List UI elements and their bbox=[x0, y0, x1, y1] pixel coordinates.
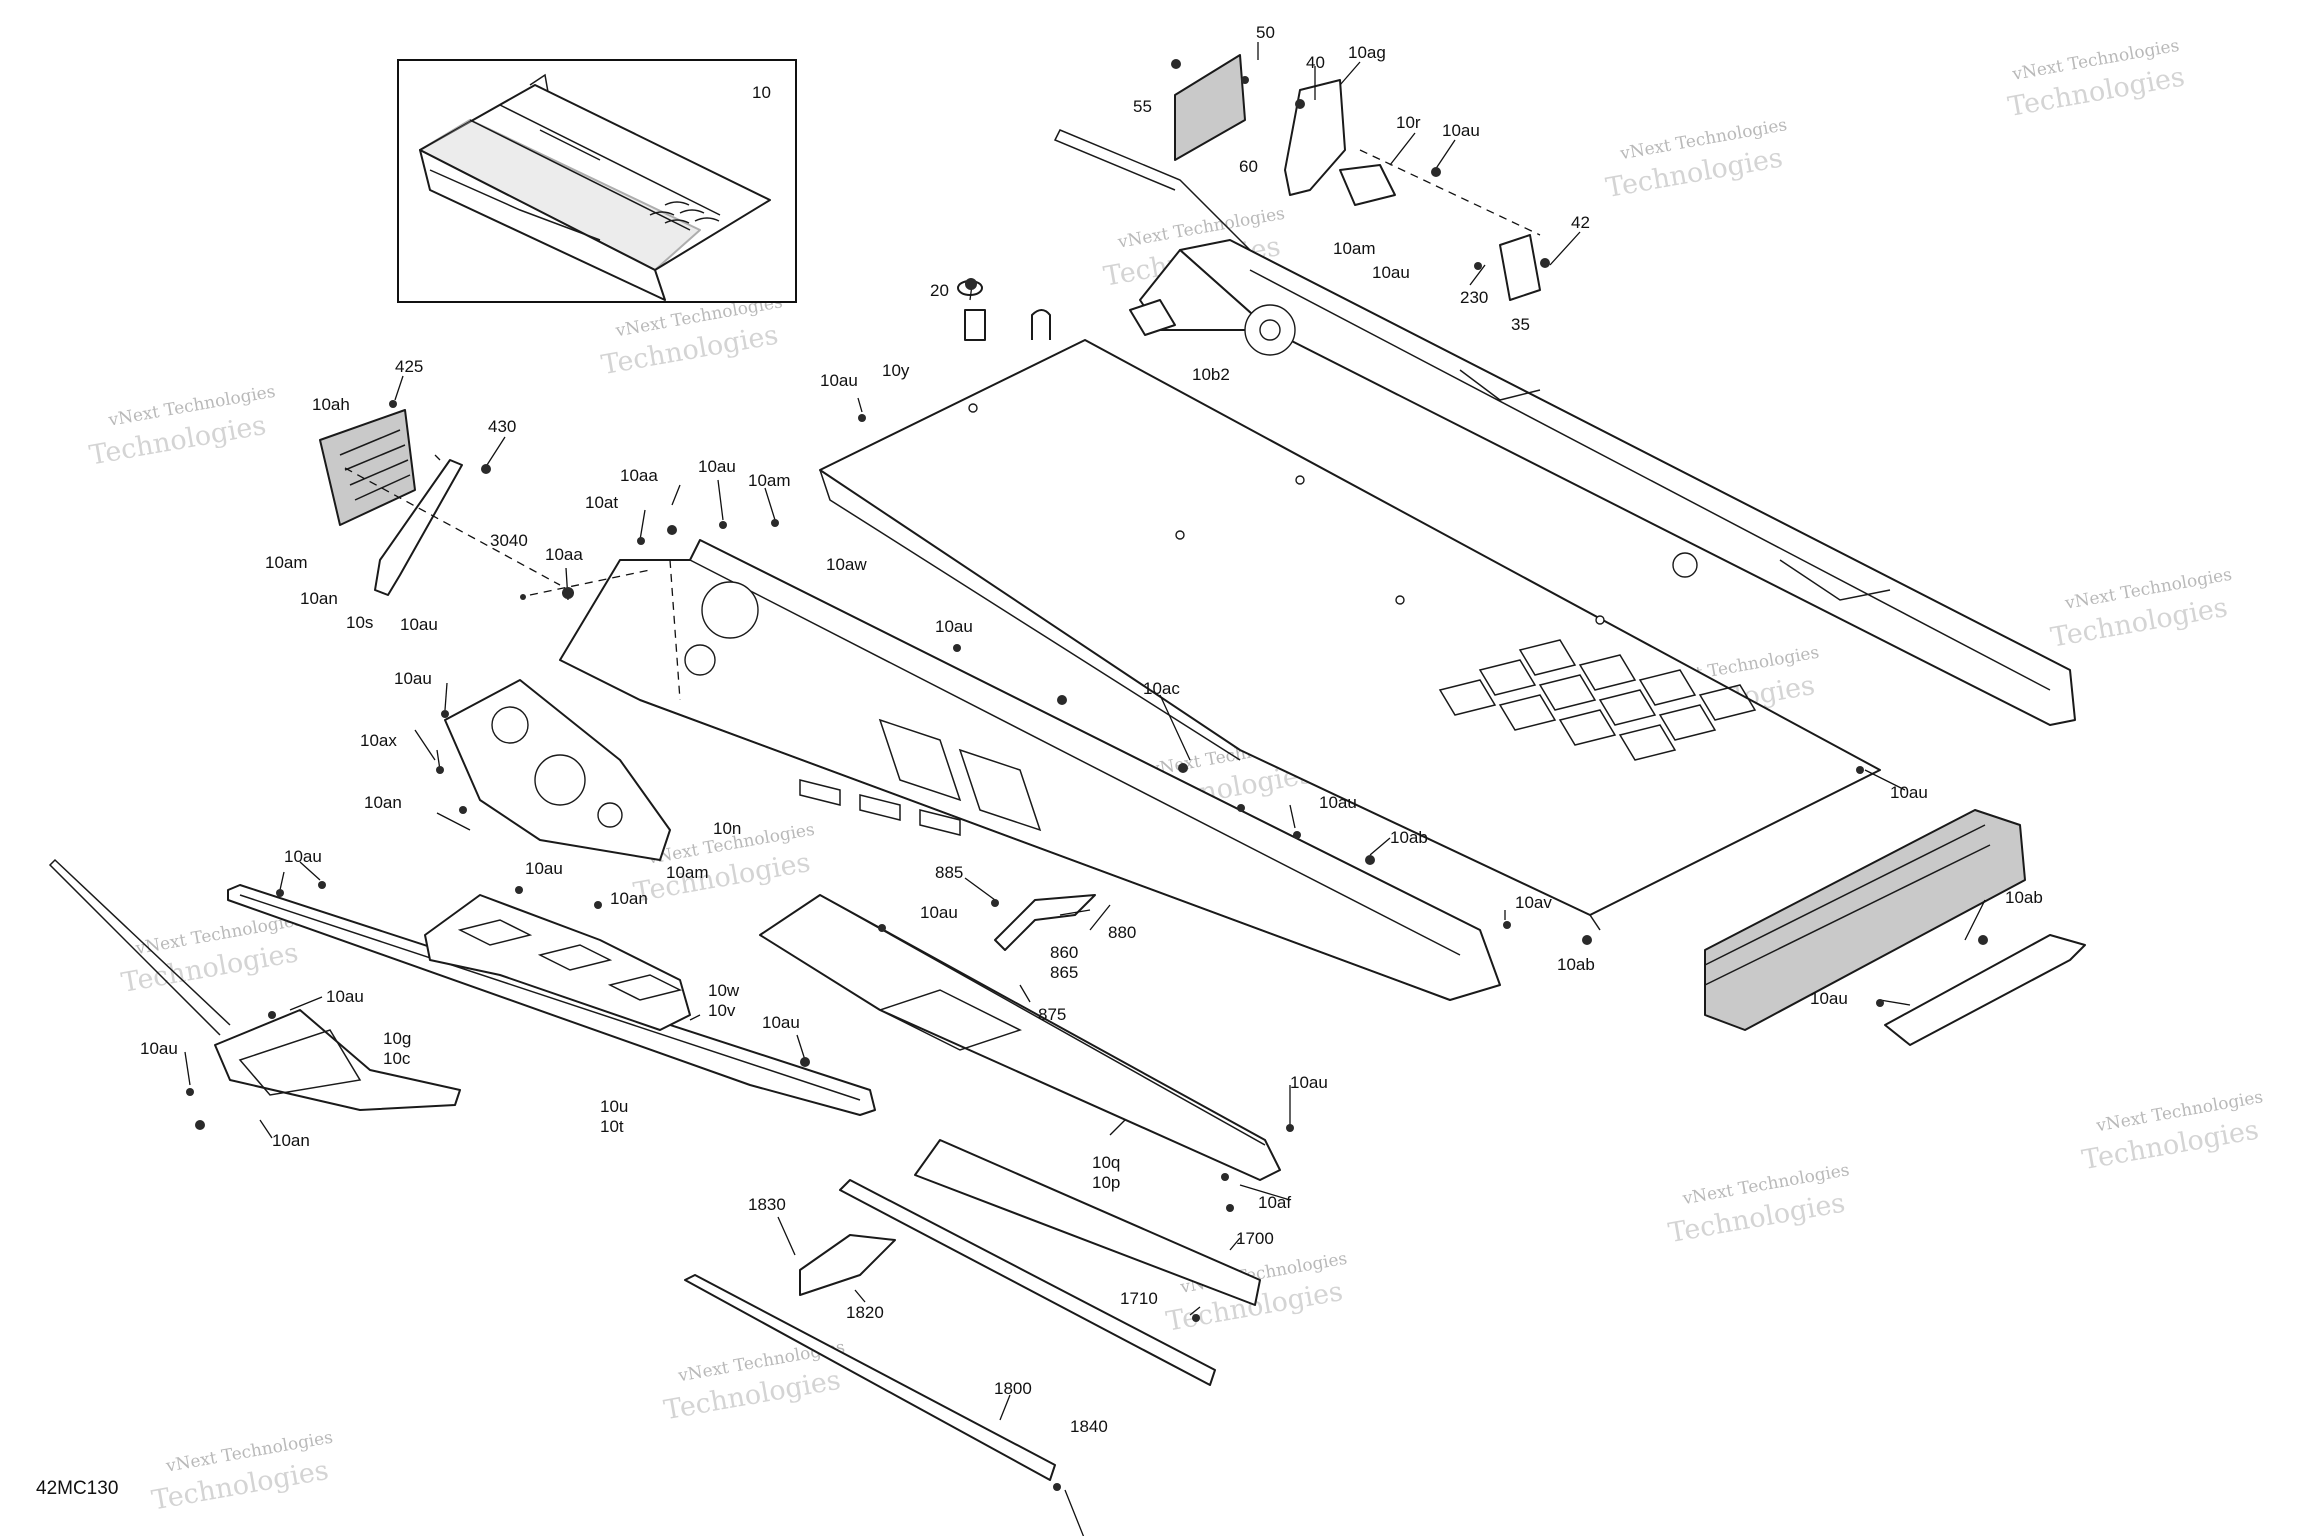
bracket-10w bbox=[424, 894, 691, 1031]
bracket-group-rear bbox=[1174, 54, 1541, 301]
bracket-10g bbox=[48, 858, 461, 1111]
callout-1800: 1800 bbox=[994, 1379, 1032, 1398]
rear-crossmember bbox=[1704, 809, 2026, 1031]
callout-10au: 10au bbox=[820, 371, 858, 390]
callout-10au: 10au bbox=[326, 987, 364, 1006]
callout-10au: 10au bbox=[935, 617, 973, 636]
callout-10am: 10am bbox=[666, 863, 709, 882]
callout-430: 430 bbox=[488, 417, 516, 436]
callout-1830: 1830 bbox=[748, 1195, 786, 1214]
callout-3040: 3040 bbox=[490, 531, 528, 550]
callout-1820: 1820 bbox=[846, 1303, 884, 1322]
callout-10u: 10u bbox=[600, 1097, 628, 1116]
callout-10au: 10au bbox=[284, 847, 322, 866]
callout-10an: 10an bbox=[272, 1131, 310, 1150]
callout-10au: 10au bbox=[698, 457, 736, 476]
callout-10s: 10s bbox=[346, 613, 373, 632]
callout-875: 875 bbox=[1038, 1005, 1066, 1024]
callout-10ax: 10ax bbox=[360, 731, 397, 750]
diagram-code: 42MC130 bbox=[36, 1478, 118, 1499]
callout-60: 60 bbox=[1239, 157, 1258, 176]
callout-10ag: 10ag bbox=[1348, 43, 1386, 62]
callout-10w: 10w bbox=[708, 981, 740, 1000]
runner-1710 bbox=[839, 1179, 1216, 1386]
callout-885: 885 bbox=[935, 863, 963, 882]
callout-865: 865 bbox=[1050, 963, 1078, 982]
callout-230: 230 bbox=[1460, 288, 1488, 307]
bracket-10s bbox=[374, 459, 463, 596]
callout-10au: 10au bbox=[1372, 263, 1410, 282]
callout-10au: 10au bbox=[1319, 793, 1357, 812]
callout-10au: 10au bbox=[1810, 989, 1848, 1008]
callout-10au: 10au bbox=[525, 859, 563, 878]
callout-55: 55 bbox=[1133, 97, 1152, 116]
rear-brace-10ab bbox=[1884, 934, 2086, 1046]
callout-10af: 10af bbox=[1258, 1193, 1291, 1212]
inset-assembly-view bbox=[397, 59, 797, 303]
callout-10g: 10g bbox=[383, 1029, 411, 1048]
callout-1710: 1710 bbox=[1120, 1289, 1158, 1308]
assembly-lines bbox=[344, 454, 681, 701]
callout-10au: 10au bbox=[394, 669, 432, 688]
callout-labels: 10 50 55 60 40 10ag 10r 10au 10am 10au 4… bbox=[140, 23, 2043, 1436]
callout-10n: 10n bbox=[713, 819, 741, 838]
callout-20: 20 bbox=[930, 281, 949, 300]
right-rail-10b2 bbox=[1053, 129, 2076, 726]
leader-lines bbox=[184, 42, 1986, 1536]
fasteners bbox=[186, 59, 1988, 1491]
callout-10aa: 10aa bbox=[620, 466, 658, 485]
bracket-1820 bbox=[799, 1234, 896, 1296]
callout-10au: 10au bbox=[1890, 783, 1928, 802]
left-rail-assembly bbox=[559, 539, 1501, 1001]
callout-10ac: 10ac bbox=[1143, 679, 1180, 698]
callout-10v: 10v bbox=[708, 1001, 736, 1020]
callout-10c: 10c bbox=[383, 1049, 411, 1068]
callout-10av: 10av bbox=[1515, 893, 1552, 912]
runner-1700 bbox=[914, 1139, 1261, 1306]
callout-10ah: 10ah bbox=[312, 395, 350, 414]
callout-10b2: 10b2 bbox=[1192, 365, 1230, 384]
callout-10am: 10am bbox=[748, 471, 791, 490]
callout-10an: 10an bbox=[300, 589, 338, 608]
callout-40: 40 bbox=[1306, 53, 1325, 72]
runner-1800 bbox=[684, 1274, 1056, 1481]
running-board-10q bbox=[759, 894, 1281, 1181]
callout-10ab: 10ab bbox=[2005, 888, 2043, 907]
callout-10-inset: 10 bbox=[752, 83, 771, 102]
callout-425: 425 bbox=[395, 357, 423, 376]
callout-10at: 10at bbox=[585, 493, 618, 512]
callout-10aa: 10aa bbox=[545, 545, 583, 564]
callout-10ab: 10ab bbox=[1557, 955, 1595, 974]
deck-cutouts bbox=[1438, 639, 1757, 761]
callout-10au: 10au bbox=[1290, 1073, 1328, 1092]
callout-10t: 10t bbox=[600, 1117, 624, 1136]
callout-10r: 10r bbox=[1396, 113, 1421, 132]
callout-35: 35 bbox=[1511, 315, 1530, 334]
callout-10y: 10y bbox=[882, 361, 910, 380]
callout-860: 860 bbox=[1050, 943, 1078, 962]
callout-10am: 10am bbox=[1333, 239, 1376, 258]
callout-10q: 10q bbox=[1092, 1153, 1120, 1172]
callout-10ab: 10ab bbox=[1390, 828, 1428, 847]
side-plate bbox=[444, 679, 671, 861]
callout-10p: 10p bbox=[1092, 1173, 1120, 1192]
callout-10am: 10am bbox=[265, 553, 308, 572]
callout-880: 880 bbox=[1108, 923, 1136, 942]
bumper-bar-10u bbox=[227, 884, 876, 1116]
callout-10au: 10au bbox=[920, 903, 958, 922]
callout-10an: 10an bbox=[364, 793, 402, 812]
callout-10au: 10au bbox=[140, 1039, 178, 1058]
callout-42: 42 bbox=[1571, 213, 1590, 232]
tunnel-deck-plate bbox=[819, 339, 1881, 931]
plate-10ah bbox=[319, 409, 416, 526]
callout-1840: 1840 bbox=[1070, 1417, 1108, 1436]
callout-10an: 10an bbox=[610, 889, 648, 908]
callout-10aw: 10aw bbox=[826, 555, 867, 574]
callout-10au: 10au bbox=[762, 1013, 800, 1032]
callout-1700: 1700 bbox=[1236, 1229, 1274, 1248]
callout-50: 50 bbox=[1256, 23, 1275, 42]
callout-10au: 10au bbox=[1442, 121, 1480, 140]
callout-10au: 10au bbox=[400, 615, 438, 634]
